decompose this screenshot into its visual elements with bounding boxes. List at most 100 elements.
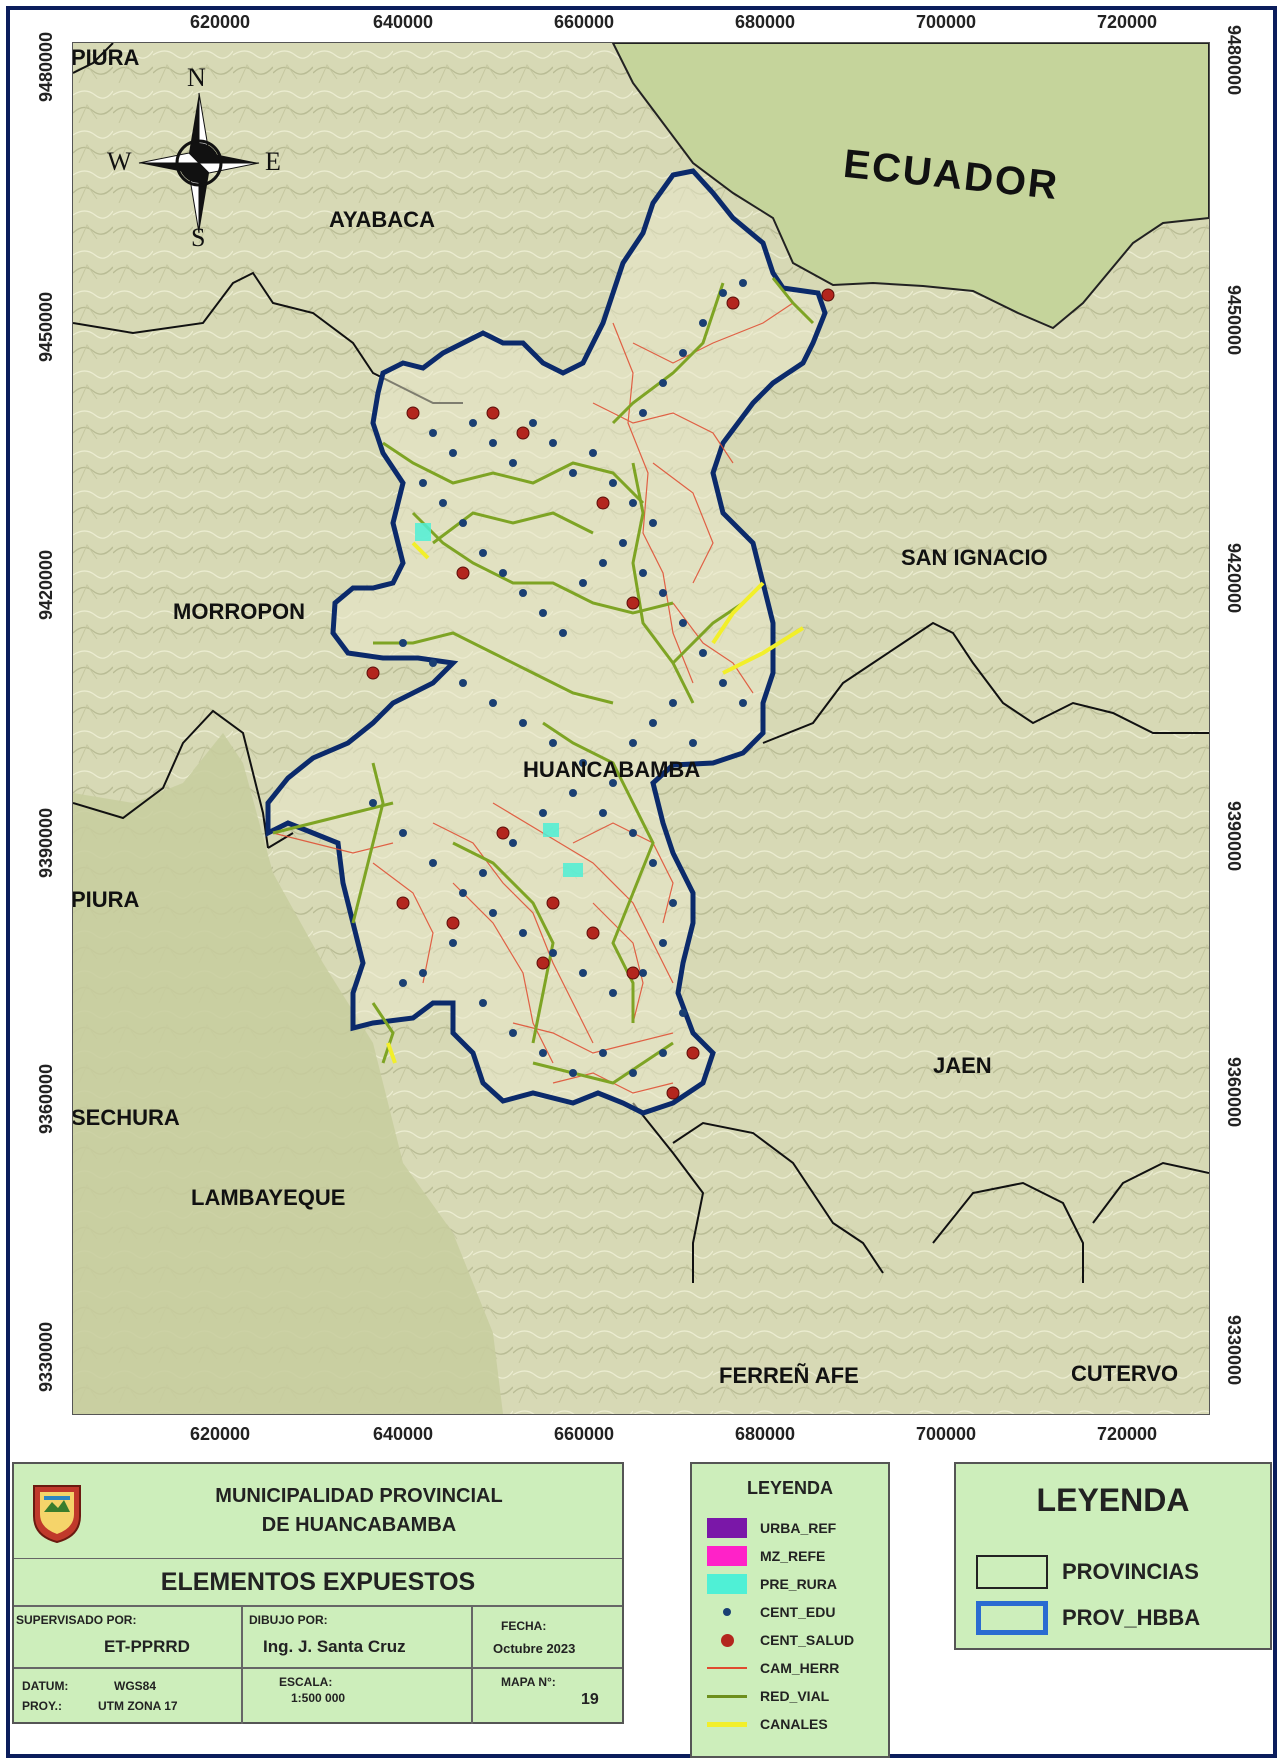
y-tick-left: 9360000 <box>36 1063 56 1134</box>
legend-item-cam-herr: CAM_HERR <box>706 1656 839 1680</box>
legend-item-label: CENT_SALUD <box>760 1632 855 1648</box>
boundary-swatch-icon <box>976 1601 1048 1635</box>
y-tick-left: 9450000 <box>36 291 56 362</box>
drawn-label: DIBUJO POR: <box>249 1613 328 1627</box>
legend-item-label: CENT_EDU <box>760 1604 836 1620</box>
legend-boundaries: LEYENDA PROVINCIAS PROV_HBBA <box>954 1462 1272 1650</box>
legend-item-pre-rura: PRE_RURA <box>706 1572 837 1596</box>
scale-value: 1:500 000 <box>291 1691 346 1705</box>
supervised-cell: SUPERVISADO POR: ET-PPRRD <box>14 1606 242 1668</box>
compass-west: W <box>107 147 132 176</box>
x-tick-top: 680000 <box>734 12 796 32</box>
line-symbol-icon <box>706 1686 748 1706</box>
polygon-swatch-icon <box>706 1518 748 1538</box>
legend-item-cent-salud: CENT_SALUD <box>706 1628 854 1652</box>
supervised-label: SUPERVISADO POR: <box>16 1613 137 1627</box>
y-tick-left: 9480000 <box>36 31 56 102</box>
legend-item-label: CANALES <box>760 1716 828 1732</box>
label-ayabaca: AYABACA <box>329 207 435 232</box>
education-centers <box>369 279 747 1077</box>
legend-item-red-vial: RED_VIAL <box>706 1684 829 1708</box>
label-huancabamba: HUANCABAMBA <box>523 757 701 782</box>
label-sechura: SECHURA <box>72 1105 180 1130</box>
y-tick-left: 9420000 <box>36 549 56 620</box>
y-tick-right: 9450000 <box>1224 285 1244 356</box>
compass-north: N <box>187 63 206 92</box>
x-tick-bottom: 640000 <box>372 1424 434 1444</box>
legend-item-canales: CANALES <box>706 1712 828 1736</box>
date-cell: FECHA: Octubre 2023 <box>472 1606 622 1668</box>
coastal-plain <box>73 733 503 1414</box>
x-tick-top: 620000 <box>189 12 251 32</box>
x-tick-bottom: 700000 <box>915 1424 977 1444</box>
boundary-swatch-icon <box>976 1555 1048 1589</box>
date-value: Octubre 2023 <box>493 1641 576 1656</box>
legend-item-label: PROV_HBBA <box>1062 1605 1201 1630</box>
y-tick-right: 9330000 <box>1224 1315 1244 1386</box>
datum-value: WGS84 <box>114 1679 157 1693</box>
x-tick-bottom: 660000 <box>553 1424 615 1444</box>
legend-item-label: CAM_HERR <box>760 1660 840 1676</box>
label-morropon: MORROPON <box>173 599 305 624</box>
legend-item-label: URBA_REF <box>760 1520 837 1536</box>
road-network <box>272 277 815 1085</box>
line-symbol-icon <box>706 1658 748 1678</box>
x-tick-bottom: 620000 <box>189 1424 251 1444</box>
huancabamba-province-outline <box>265 168 828 1116</box>
y-tick-right: 9420000 <box>1224 543 1244 614</box>
y-tick-left: 9390000 <box>36 807 56 878</box>
legend-elements: LEYENDA URBA_REF MZ_REFE PRE_RURA CENT_E… <box>690 1462 890 1758</box>
y-tick-right: 9360000 <box>1224 1057 1244 1128</box>
x-tick-top: 720000 <box>1096 12 1158 32</box>
label-piura-south: PIURA <box>72 887 140 912</box>
org-line-2: DE HUANCABAMBA <box>261 1514 457 1536</box>
proj-value: UTM ZONA 17 <box>98 1699 178 1713</box>
y-tick-right: 9480000 <box>1224 25 1244 96</box>
polygon-swatch-icon <box>706 1574 748 1594</box>
x-tick-bottom: 720000 <box>1096 1424 1158 1444</box>
x-tick-top: 640000 <box>372 12 434 32</box>
point-symbol-icon <box>706 1630 748 1650</box>
drawn-cell: DIBUJO POR: Ing. J. Santa Cruz <box>242 1606 472 1668</box>
map-canvas[interactable]: N S E W PIURA AYABACA ECUADOR SAN IGNACI… <box>72 42 1210 1415</box>
polygon-swatch-icon <box>706 1546 748 1566</box>
label-cutervo: CUTERVO <box>1071 1361 1179 1386</box>
y-tick-left: 9330000 <box>36 1321 56 1392</box>
datum-cell: DATUM: WGS84 PROY.: UTM ZONA 17 <box>14 1668 242 1724</box>
shield-icon <box>33 1485 81 1544</box>
north-arrow: N S E W <box>107 63 281 253</box>
drawn-value: Ing. J. Santa Cruz <box>263 1637 406 1656</box>
label-piura-north: PIURA <box>72 45 140 70</box>
org-line-1: MUNICIPALIDAD PROVINCIAL <box>215 1485 503 1507</box>
scale-label: ESCALA: <box>279 1675 333 1689</box>
title-block: MUNICIPALIDAD PROVINCIAL DE HUANCABAMBA … <box>12 1462 624 1724</box>
y-tick-right: 9390000 <box>1224 801 1244 872</box>
label-lambayeque: LAMBAYEQUE <box>191 1185 346 1210</box>
legend-item-label: PRE_RURA <box>760 1576 838 1592</box>
map-number-value: 19 <box>581 1691 599 1708</box>
legend-elements-title: LEYENDA <box>746 1478 833 1498</box>
health-centers <box>366 288 835 1100</box>
date-label: FECHA: <box>501 1619 547 1633</box>
proj-label: PROY.: <box>22 1699 63 1713</box>
map-graphic <box>73 43 1209 1414</box>
compass-icon <box>138 92 260 234</box>
legend-item-label: PROVINCIAS <box>1062 1559 1199 1584</box>
organization-name: MUNICIPALIDAD PROVINCIAL DE HUANCABAMBA <box>94 1464 624 1558</box>
legend-item-mz-refe: MZ_REFE <box>706 1544 825 1568</box>
legend-item-cent-edu: CENT_EDU <box>706 1600 835 1624</box>
x-tick-top: 660000 <box>553 12 615 32</box>
rural-areas <box>415 523 583 877</box>
label-san-ignacio: SAN IGNACIO <box>901 545 1048 570</box>
trails-network <box>272 302 794 1094</box>
ecuador-region <box>611 43 1209 330</box>
legend-item-prov-hbba: PROV_HBBA <box>976 1598 1200 1638</box>
supervised-value: ET-PPRRD <box>104 1637 190 1656</box>
x-tick-top: 700000 <box>915 12 977 32</box>
legend-item-label: MZ_REFE <box>760 1548 826 1564</box>
map-number-label: MAPA N°: <box>501 1675 556 1689</box>
compass-south: S <box>191 223 206 252</box>
legend-item-provincias: PROVINCIAS <box>976 1552 1199 1592</box>
map-title: ELEMENTOS EXPUESTOS <box>14 1558 622 1606</box>
scale-cell: ESCALA: 1:500 000 <box>242 1668 472 1724</box>
